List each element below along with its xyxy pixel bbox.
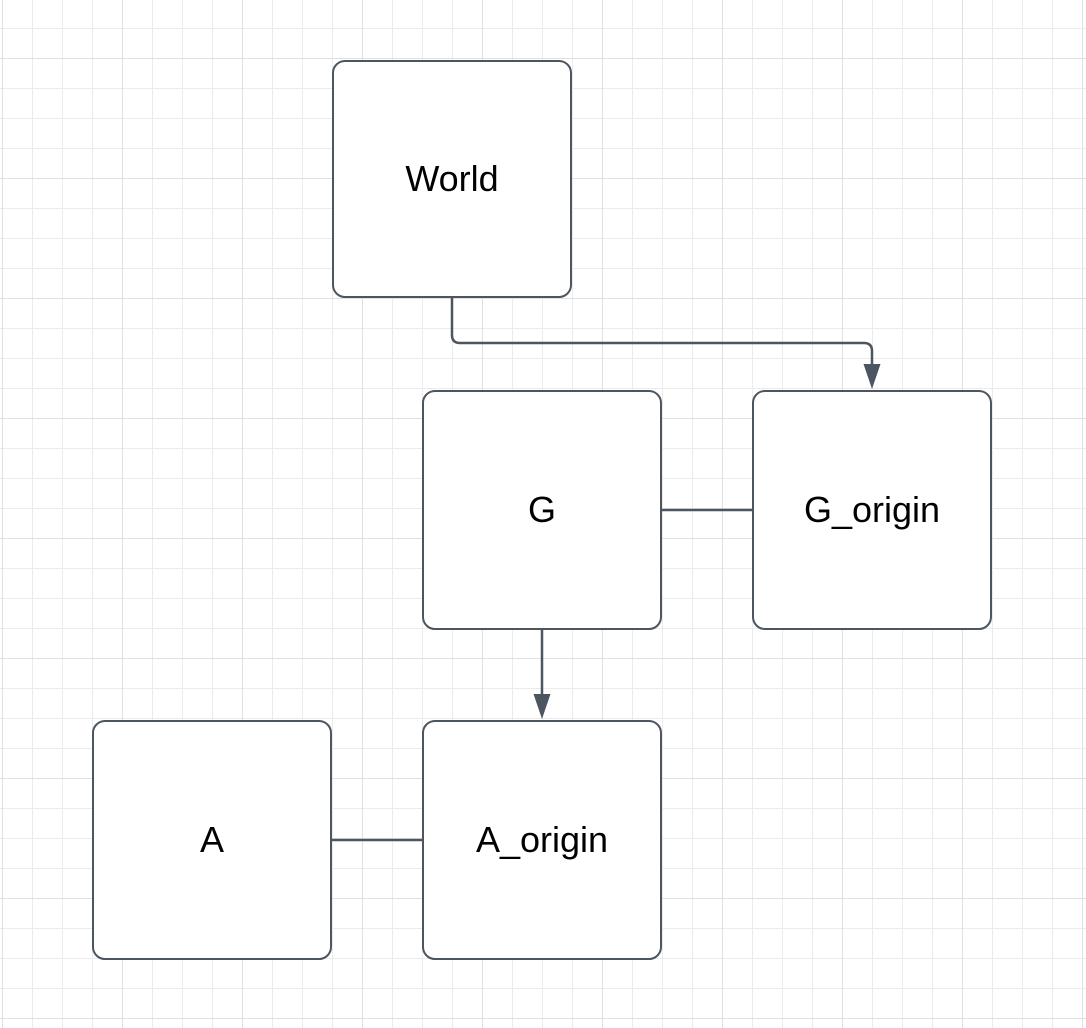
edge-g-to-a-origin[interactable] (533, 630, 551, 719)
node-world[interactable]: World (332, 60, 572, 298)
node-g-origin-label: G_origin (803, 489, 941, 530)
node-a-origin-label: A_origin (475, 819, 609, 860)
node-world-label: World (405, 158, 499, 199)
node-a-origin[interactable]: A_origin (422, 720, 662, 960)
node-g[interactable]: G (422, 390, 662, 630)
arrowhead-down-icon (533, 694, 551, 719)
node-g-origin[interactable]: G_origin (752, 390, 992, 630)
node-a-label: A (199, 819, 224, 860)
node-a[interactable]: A (92, 720, 332, 960)
arrowhead-down-icon (863, 364, 881, 389)
edge-world-to-g-origin[interactable] (450, 298, 881, 389)
node-g-label: G (527, 489, 556, 530)
